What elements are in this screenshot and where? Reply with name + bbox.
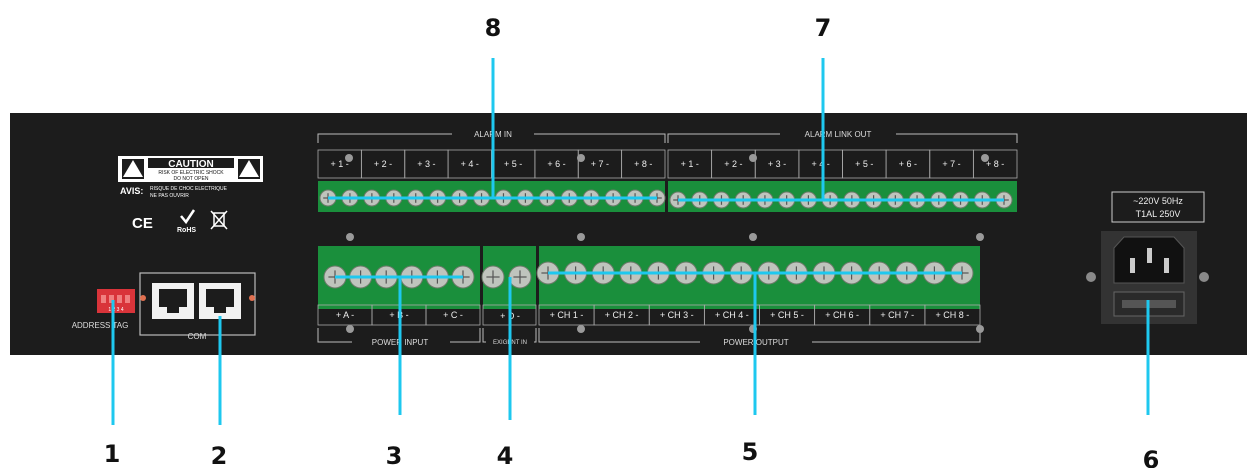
callout-3: 3	[386, 442, 403, 468]
socket-pin-earth	[1147, 248, 1152, 263]
alarm-out-term-label: + 5 -	[855, 159, 873, 169]
alarm-out-term-label: + 6 -	[899, 159, 917, 169]
socket-pin-left	[1130, 258, 1135, 273]
com-port-1-socket	[159, 289, 187, 307]
alarm-in-term-label: + 1 -	[331, 159, 349, 169]
power-input-term-label-box	[425, 304, 481, 326]
power-output-term-label: + CH 2 -	[605, 310, 639, 320]
rating-line-2: T1AL 250V	[1136, 209, 1181, 219]
alarm-in-term-label: + 8 -	[634, 159, 652, 169]
callout-6: 6	[1143, 446, 1160, 468]
power-output-term-label: + CH 4 -	[715, 310, 749, 320]
alarm-out-term-label: + 3 -	[768, 159, 786, 169]
alarm-in-term-label-box	[621, 149, 666, 179]
com-port-frame	[139, 272, 256, 336]
inlet-screw-right-icon	[1199, 272, 1209, 282]
power-input-term-label: + A -	[336, 310, 354, 320]
power-output-term-label: + CH 8 -	[936, 310, 970, 320]
callout-7: 7	[815, 14, 832, 42]
warning-triangle-icon	[239, 160, 259, 177]
power-output-term-label-box	[924, 304, 981, 326]
address-tag-label: ADDRESS TAG	[72, 321, 129, 330]
dip-numbers: 1 2 3 4	[108, 307, 124, 313]
callout-2: 2	[211, 442, 228, 468]
weee-bin-icon	[210, 210, 228, 230]
callout-lines	[111, 58, 1150, 425]
caution-line-1: RISK OF ELECTRIC SHOCK	[158, 170, 224, 176]
rating-line-1: ~220V 50Hz	[1133, 196, 1183, 206]
caution-label: CAUTION RISK OF ELECTRIC SHOCK DO NOT OP…	[118, 156, 263, 199]
callout-5: 5	[742, 438, 759, 466]
warning-triangle-icon	[123, 160, 143, 177]
alarm-out-term-label: + 8 -	[986, 159, 1004, 169]
callout-4: 4	[497, 442, 514, 468]
com-port-2-tab	[214, 307, 226, 313]
socket-pin-right	[1164, 258, 1169, 273]
alarm-in-term-label: + 3 -	[417, 159, 435, 169]
alarm-out-term-label: + 7 -	[942, 159, 960, 169]
rohs-icon: RoHS	[177, 209, 196, 234]
alarm-in-term-label: + 7 -	[591, 159, 609, 169]
exigent-in-screw[interactable]	[508, 265, 532, 289]
inlet-screw-left-icon	[1086, 272, 1096, 282]
com-led-left	[140, 295, 146, 301]
com-port-2-socket	[206, 289, 234, 307]
avis-label: AVIS:	[120, 186, 143, 196]
com-label: COM	[188, 332, 207, 341]
power-output-term-label: + CH 5 -	[770, 310, 804, 320]
power-output-term-label: + CH 3 -	[660, 310, 694, 320]
alarm-out-term-label: + 2 -	[724, 159, 742, 169]
power-output-term-label: + CH 7 -	[880, 310, 914, 320]
power-output-term-label: + CH 1 -	[550, 310, 584, 320]
ce-mark: CE	[132, 215, 153, 232]
alarm-out-term-label: + 1 -	[681, 159, 699, 169]
callout-1: 1	[104, 440, 121, 468]
caution-title: CAUTION	[168, 159, 214, 170]
com-port-1-tab	[167, 307, 179, 313]
alarm-in-term-label: + 5 -	[504, 159, 522, 169]
power-output-term-label: + CH 6 -	[825, 310, 859, 320]
alarm-link-out-label: ALARM LINK OUT	[805, 130, 872, 139]
avis-line-1: RISQUE DE CHOC ELECTRIQUE	[150, 186, 228, 192]
rohs-mark: RoHS	[177, 227, 196, 234]
power-input-term-label: + C -	[443, 310, 463, 320]
rating-label	[1111, 191, 1205, 223]
alarm-in-term-label: + 6 -	[547, 159, 565, 169]
avis-line-2: NE PAS OUVRIR	[150, 193, 189, 199]
callout-8: 8	[485, 14, 502, 42]
com-led-right	[249, 295, 255, 301]
alarm-in-term-label: + 2 -	[374, 159, 392, 169]
alarm-out-gap	[780, 128, 896, 140]
alarm-out-term-label: + 4 -	[812, 159, 830, 169]
caution-line-2: DO NOT OPEN	[174, 176, 209, 182]
exigent-in-screw[interactable]	[481, 265, 505, 289]
dip-levers	[101, 295, 130, 303]
alarm-in-term-label: + 4 -	[461, 159, 479, 169]
alarm-out-term-label-box	[972, 149, 1018, 179]
